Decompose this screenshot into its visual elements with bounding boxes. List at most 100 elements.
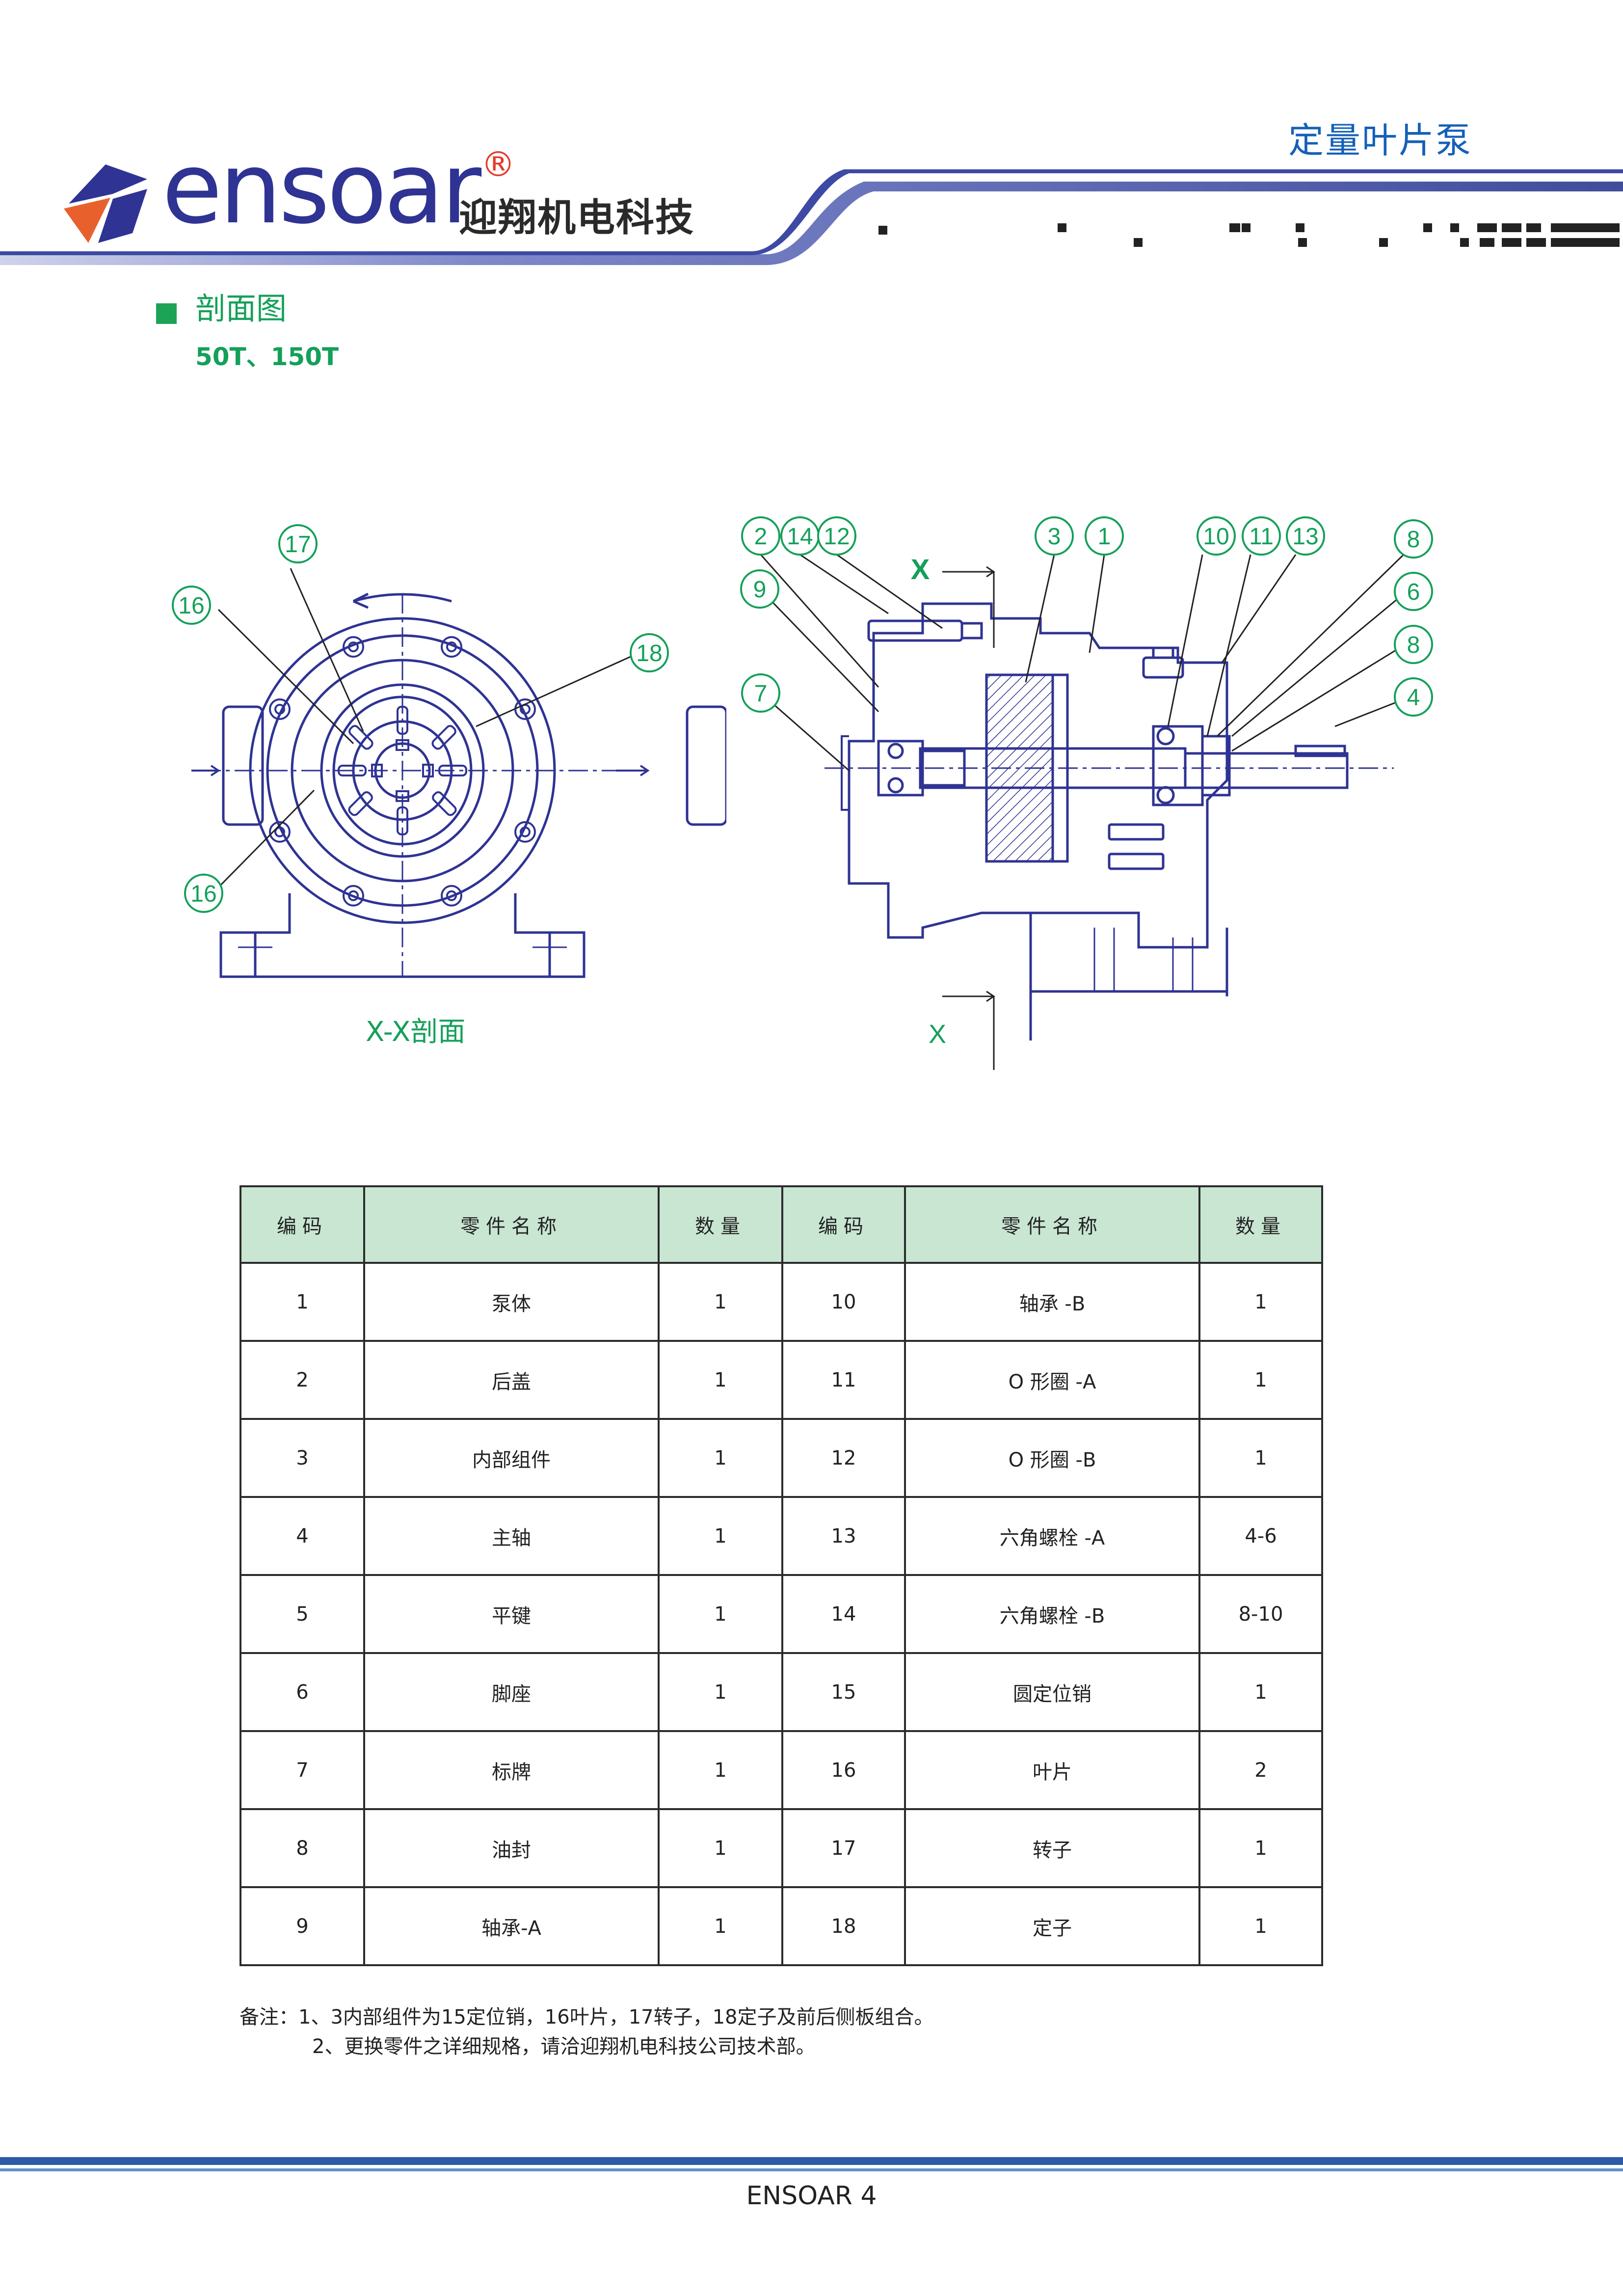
parts-list-table: 编码 零件名称 数量 编码 零件名称 数量 1 泵体 1 10 轴承 -B 1 … (239, 1185, 1323, 1966)
table-row: 6 脚座 1 15 圆定位销 1 (239, 1652, 1323, 1732)
table-cell: 1 (658, 1730, 783, 1810)
table-cell: 12 (781, 1418, 906, 1498)
balloon-14: 14 (787, 524, 813, 550)
table-cell: 1 (658, 1496, 783, 1576)
note-1: 备注：1、3内部组件为15定位销，16叶片，17转子，18定子及前后侧板组合。 (239, 2006, 934, 2029)
table-row: 9 轴承-A 1 18 定子 1 (239, 1886, 1323, 1966)
balloon-8-upper: 8 (1407, 527, 1420, 553)
footer-page-label: ENSOAR 4 (746, 2181, 877, 2211)
table-cell: 15 (781, 1652, 906, 1732)
table-cell: 平键 (363, 1574, 660, 1654)
table-cell: 5 (239, 1574, 365, 1654)
brand-logo-icon (64, 164, 147, 243)
table-cell: 18 (781, 1886, 906, 1966)
table-cell: 1 (658, 1652, 783, 1732)
table-row: 4 主轴 1 13 六角螺栓 -A 4-6 (239, 1496, 1323, 1576)
balloon-8-lower: 8 (1407, 632, 1420, 658)
notes-block: 备注：1、3内部组件为15定位销，16叶片，17转子，18定子及前后侧板组合。 … (239, 2002, 934, 2061)
table-cell: O 形圈 -A (904, 1340, 1200, 1420)
table-cell: 1 (658, 1808, 783, 1888)
table-cell: 3 (239, 1418, 365, 1498)
table-cell: 定子 (904, 1886, 1200, 1966)
table-cell: 后盖 (363, 1340, 660, 1420)
header-swoosh-graphic (0, 169, 1623, 265)
table-cell: 标牌 (363, 1730, 660, 1810)
table-cell: 圆定位销 (904, 1652, 1200, 1732)
table-cell: 1 (1198, 1808, 1323, 1888)
brand-chinese-name: 迎翔机电科技 (459, 196, 695, 240)
table-cell: 泵体 (363, 1262, 660, 1342)
table-cell: 4 (239, 1496, 365, 1576)
table-cell: 叶片 (904, 1730, 1200, 1810)
note-2: 2、更换零件之详细规格，请洽迎翔机电科技公司技术部。 (312, 2035, 816, 2058)
table-cell: 1 (1198, 1418, 1323, 1498)
table-cell: 1 (1198, 1262, 1323, 1342)
balloon-16-lower: 16 (190, 881, 216, 907)
table-cell: 轴承-A (363, 1886, 660, 1966)
balloon-12: 12 (824, 524, 850, 550)
table-cell: 17 (781, 1808, 906, 1888)
table-cell: O 形圈 -B (904, 1418, 1200, 1498)
header-code-1: 编码 (239, 1185, 365, 1264)
table-row: 1 泵体 1 10 轴承 -B 1 (239, 1262, 1323, 1342)
table-cell: 六角螺栓 -A (904, 1496, 1200, 1576)
model-numbers: 50T、150T (195, 343, 339, 371)
balloon-9: 9 (753, 577, 767, 603)
table-cell: 16 (781, 1730, 906, 1810)
section-title: 剖面图 (195, 291, 287, 326)
table-cell: 轴承 -B (904, 1262, 1200, 1342)
section-caption-xx: X-X剖面 (366, 1016, 466, 1048)
header-part-name-2: 零件名称 (904, 1185, 1200, 1264)
table-cell: 1 (239, 1262, 365, 1342)
balloon-6: 6 (1407, 579, 1420, 605)
balloon-1: 1 (1098, 524, 1111, 550)
table-cell: 14 (781, 1574, 906, 1654)
longitudinal-section-drawing: 2 14 12 3 1 10 11 13 8 9 6 7 8 4 X X (740, 516, 1433, 1070)
table-cell: 6 (239, 1652, 365, 1732)
table-cell: 8 (239, 1808, 365, 1888)
header-part-name-1: 零件名称 (363, 1185, 660, 1264)
balloon-11: 11 (1249, 524, 1274, 550)
table-cell: 1 (658, 1340, 783, 1420)
section-mark-x-bottom: X (929, 1019, 946, 1049)
balloon-7: 7 (754, 681, 768, 707)
table-cell: 主轴 (363, 1496, 660, 1576)
table-header-row: 编码 零件名称 数量 编码 零件名称 数量 (239, 1185, 1323, 1264)
table-cell: 1 (1198, 1340, 1323, 1420)
table-cell: 2 (239, 1340, 365, 1420)
balloon-18: 18 (636, 641, 662, 667)
table-cell: 11 (781, 1340, 906, 1420)
balloon-17-left: 17 (285, 532, 311, 558)
product-title: 定量叶片泵 (1288, 120, 1473, 161)
table-cell: 脚座 (363, 1652, 660, 1732)
table-cell: 2 (1198, 1730, 1323, 1810)
cross-section-drawing-xx: 17 16 18 16 (172, 524, 726, 978)
table-row: 2 后盖 1 11 O 形圈 -A 1 (239, 1340, 1323, 1420)
registered-mark: ® (481, 144, 515, 185)
section-mark-x-top: X (911, 554, 930, 586)
balloon-4: 4 (1407, 685, 1420, 711)
balloon-2: 2 (754, 524, 768, 550)
balloon-13: 13 (1292, 524, 1318, 550)
footer-rule-thin (0, 2168, 1623, 2171)
balloon-3: 3 (1048, 524, 1061, 550)
table-cell: 1 (1198, 1652, 1323, 1732)
table-cell: 8-10 (1198, 1574, 1323, 1654)
table-cell: 4-6 (1198, 1496, 1323, 1576)
section-bullet-icon (156, 303, 177, 324)
table-cell: 转子 (904, 1808, 1200, 1888)
table-cell: 1 (658, 1886, 783, 1966)
table-cell: 1 (658, 1418, 783, 1498)
table-cell: 9 (239, 1886, 365, 1966)
table-cell: 10 (781, 1262, 906, 1342)
balloon-10: 10 (1203, 524, 1229, 550)
table-cell: 六角螺栓 -B (904, 1574, 1200, 1654)
header-quantity-1: 数量 (658, 1185, 783, 1264)
header-code-2: 编码 (781, 1185, 906, 1264)
table-cell: 1 (658, 1262, 783, 1342)
brand-wordmark: ensoar (162, 132, 481, 246)
table-row: 7 标牌 1 16 叶片 2 (239, 1730, 1323, 1810)
table-cell: 1 (658, 1574, 783, 1654)
table-cell: 7 (239, 1730, 365, 1810)
balloon-16-upper: 16 (178, 593, 204, 619)
